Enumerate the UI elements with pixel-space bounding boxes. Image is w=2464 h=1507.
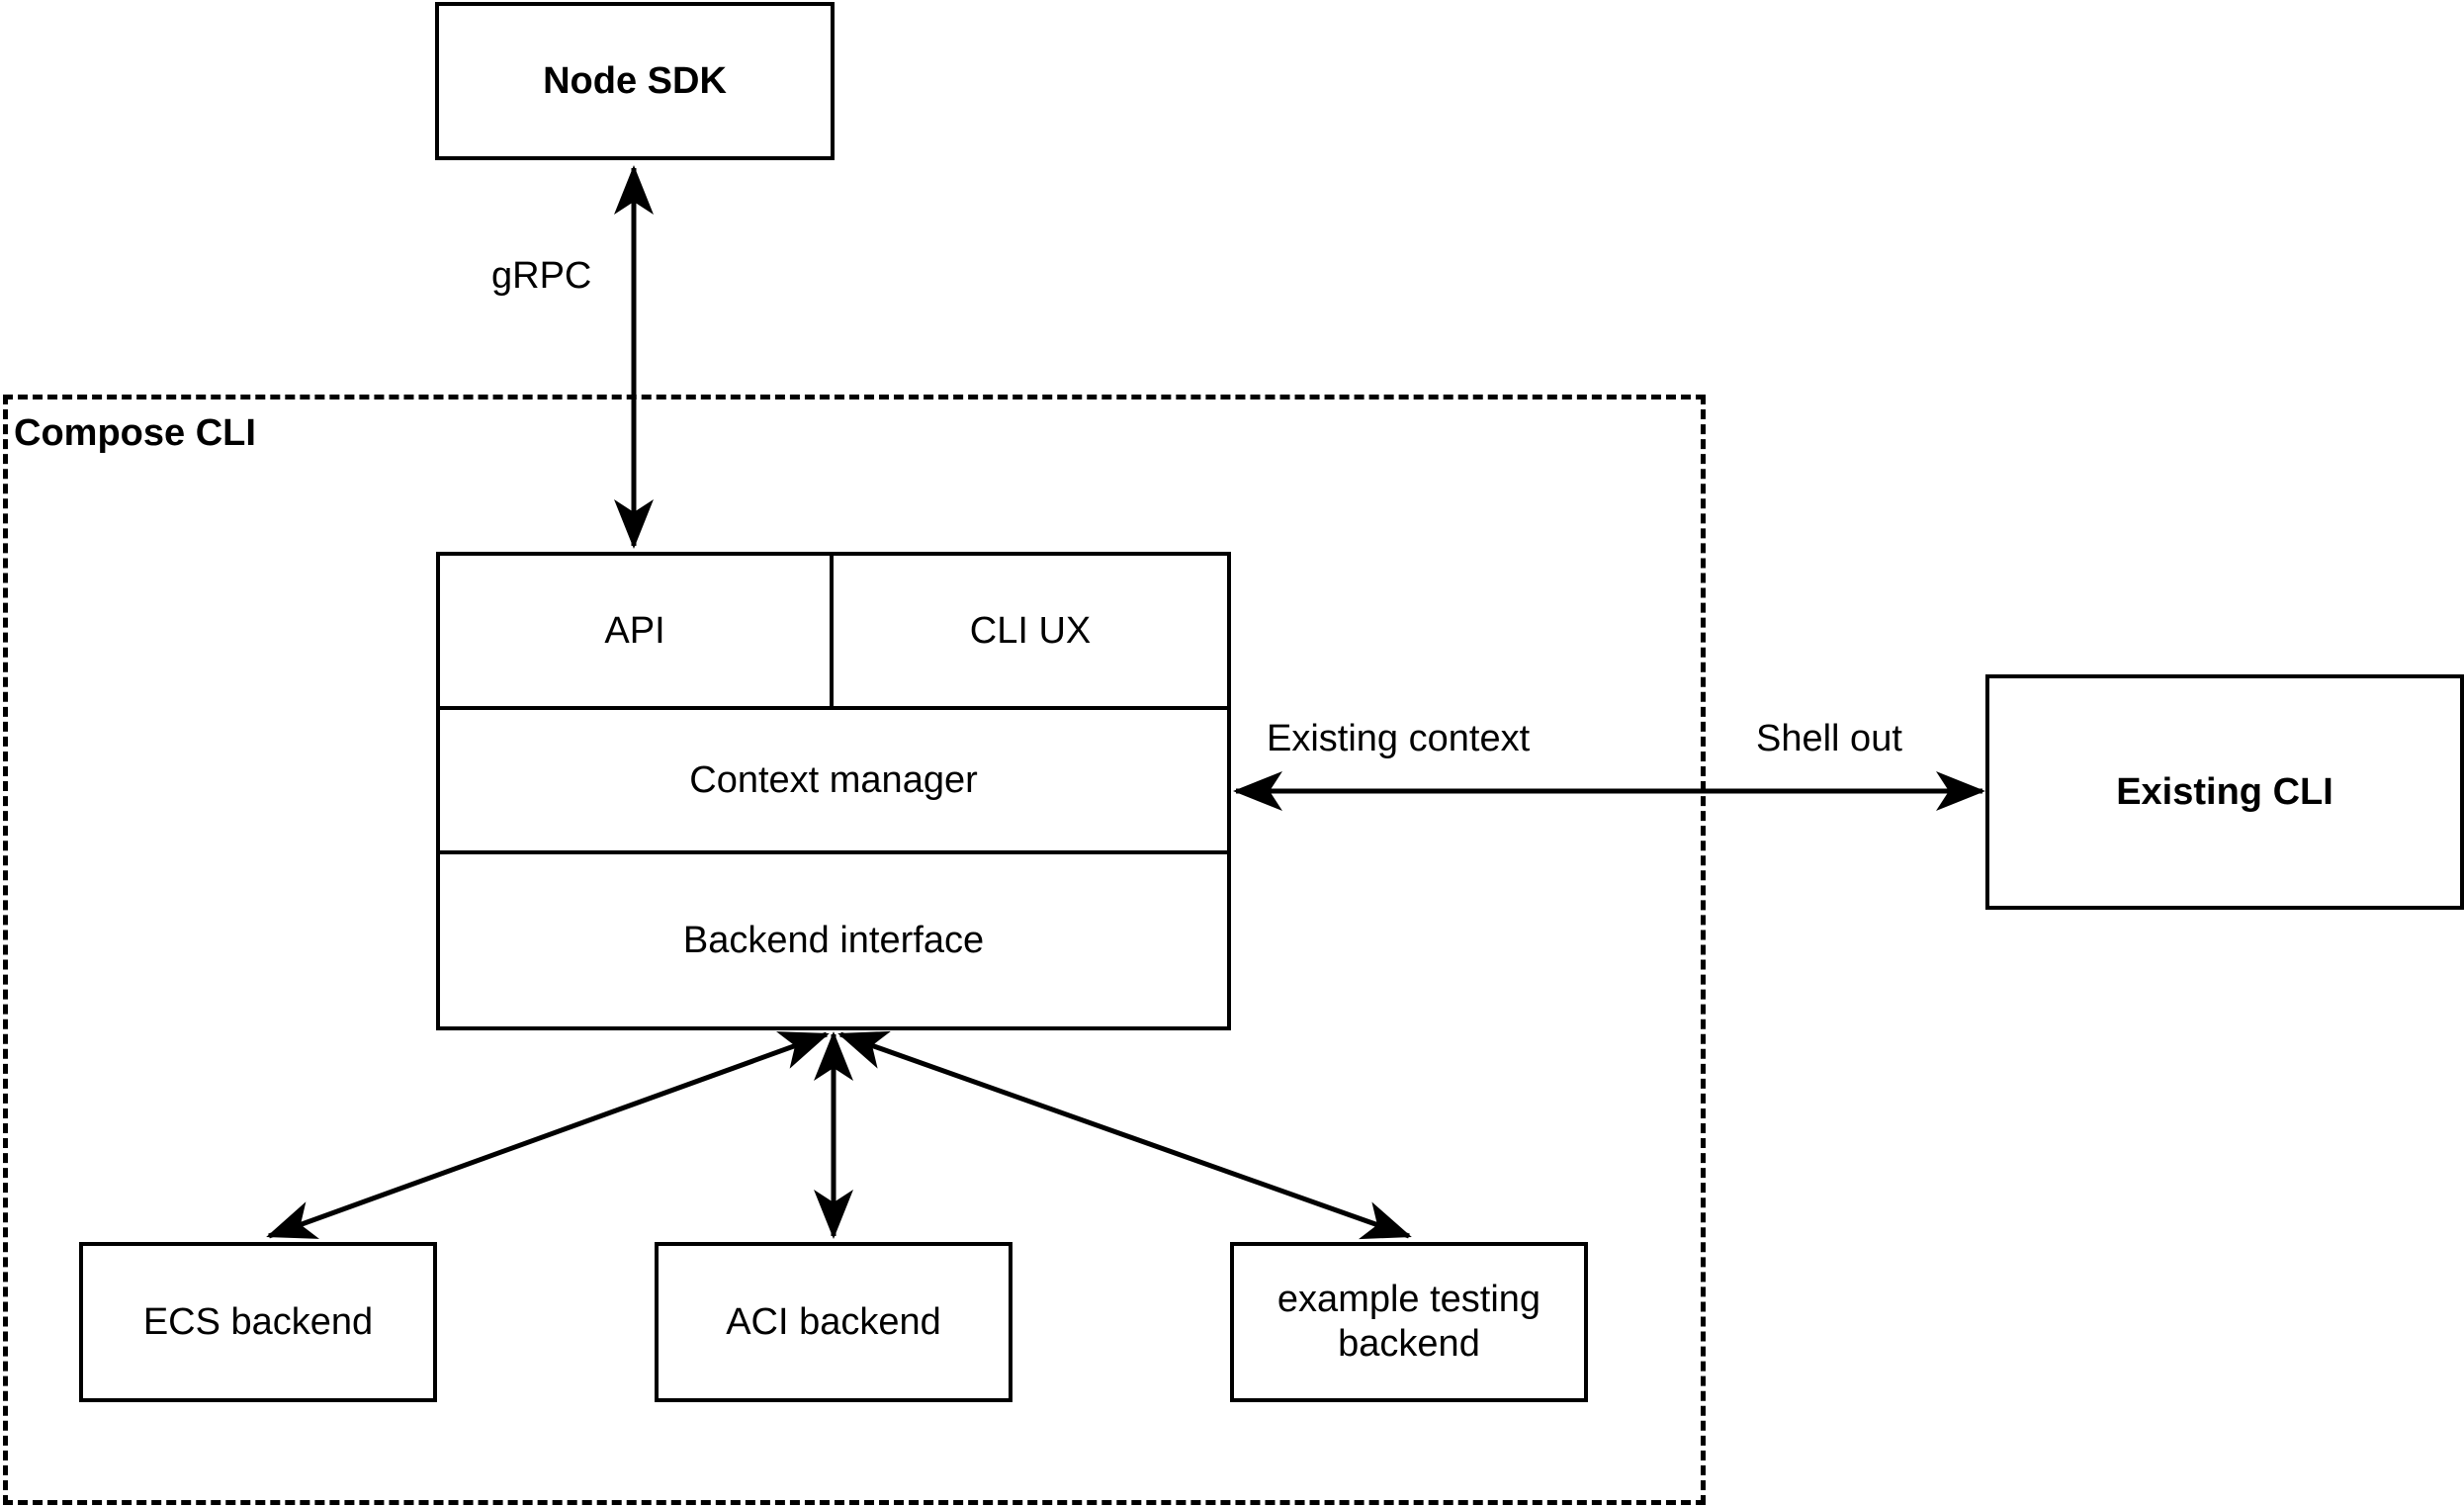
compose-cli-group-boundary: [3, 395, 1706, 1505]
api-label: API: [604, 609, 665, 652]
stack-cell-api[interactable]: API: [440, 556, 834, 706]
stack-cell-context-manager[interactable]: Context manager: [440, 710, 1227, 850]
stack-row-backend-interface: Backend interface: [440, 854, 1227, 1026]
context-manager-label: Context manager: [689, 758, 978, 801]
connector-ecs: [266, 1031, 830, 1239]
example-testing-backend-label: example testing backend: [1276, 1279, 1541, 1365]
grpc-edge-label: gRPC: [491, 255, 592, 297]
ecs-backend-box[interactable]: ECS backend: [79, 1242, 437, 1402]
compose-cli-group-label: Compose CLI: [14, 412, 256, 454]
existing-cli-label: Existing CLI: [2116, 770, 2333, 813]
node-sdk-label: Node SDK: [543, 59, 727, 102]
shell-out-edge-label: Shell out: [1756, 718, 1902, 759]
example-testing-backend-box[interactable]: example testing backend: [1230, 1242, 1588, 1402]
existing-cli-box[interactable]: Existing CLI: [1985, 674, 2464, 910]
stack-row-context-manager: Context manager: [440, 710, 1227, 854]
ecs-backend-label: ECS backend: [142, 1300, 374, 1343]
stack-cell-backend-interface[interactable]: Backend interface: [440, 854, 1227, 1026]
aci-backend-label: ACI backend: [726, 1300, 941, 1343]
backend-interface-label: Backend interface: [682, 919, 985, 961]
node-sdk-box[interactable]: Node SDK: [435, 2, 835, 160]
connector-example-testing: [837, 1030, 1412, 1240]
stack-row-api-cliux: API CLI UX: [440, 556, 1227, 710]
existing-context-edge-label: Existing context: [1267, 718, 1531, 759]
stack-cell-cli-ux[interactable]: CLI UX: [834, 556, 1227, 706]
cli-ux-label: CLI UX: [969, 609, 1092, 652]
aci-backend-box[interactable]: ACI backend: [655, 1242, 1012, 1402]
compose-cli-stack-box: API CLI UX Context manager Backend inter…: [436, 552, 1231, 1030]
